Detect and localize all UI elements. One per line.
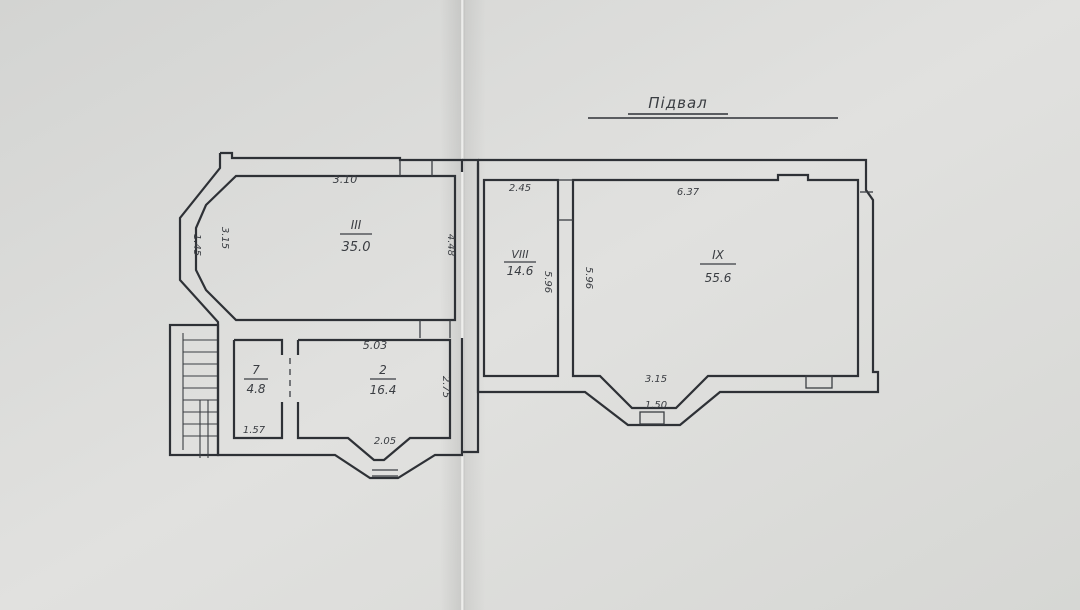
room-2-right-dim: 2.75	[440, 376, 451, 398]
room-3-right-dim: 4.48	[445, 234, 456, 256]
room-3-left-inner-dim: 3.15	[219, 227, 230, 249]
room-2-area: 16.4	[370, 383, 397, 397]
room-9-inner-wall	[571, 173, 860, 410]
room-8-inner-wall	[482, 178, 560, 378]
room-8-area: 14.6	[507, 264, 534, 278]
room-9-area: 55.6	[705, 271, 732, 285]
room-9-number: IX	[712, 248, 725, 262]
room-3-outer-wall	[178, 153, 222, 332]
room-9-left-dim: 5.96	[583, 267, 594, 289]
room-2-bottom-dim: 2.05	[374, 436, 396, 447]
room-8-top-dim: 2.45	[509, 183, 531, 194]
room-3-inner-wall	[194, 174, 457, 322]
room-9-bay-dim: 1.50	[645, 400, 667, 411]
room-3-top-dim: 3.10	[333, 173, 358, 186]
room-2-number: 2	[379, 363, 387, 377]
room-9-bottom-dim: 3.15	[645, 374, 667, 385]
window-9-bay	[639, 411, 665, 425]
room-8-number: VIII	[511, 248, 528, 261]
room-2-inner-wall	[296, 338, 452, 462]
window-9-right	[805, 375, 833, 389]
right-outer-wall	[476, 158, 880, 427]
staircase	[182, 333, 218, 458]
room-3-area: 35.0	[342, 240, 371, 255]
room-7-area: 4.8	[246, 382, 265, 396]
plan-title: Підвал	[648, 94, 707, 112]
room-7-number: 7	[252, 363, 260, 377]
room-7-inner-wall	[232, 338, 284, 440]
lower-outer-wall	[216, 332, 464, 480]
room-2-top-dim: 5.03	[363, 339, 388, 352]
room-7-bottom-dim: 1.57	[243, 425, 266, 436]
room-3-left-outer-dim: 1.45	[191, 234, 202, 256]
room-9-top-dim: 6.37	[677, 187, 700, 198]
room-8-right-dim: 5.96	[542, 271, 553, 293]
room-3-number: III	[351, 218, 362, 232]
